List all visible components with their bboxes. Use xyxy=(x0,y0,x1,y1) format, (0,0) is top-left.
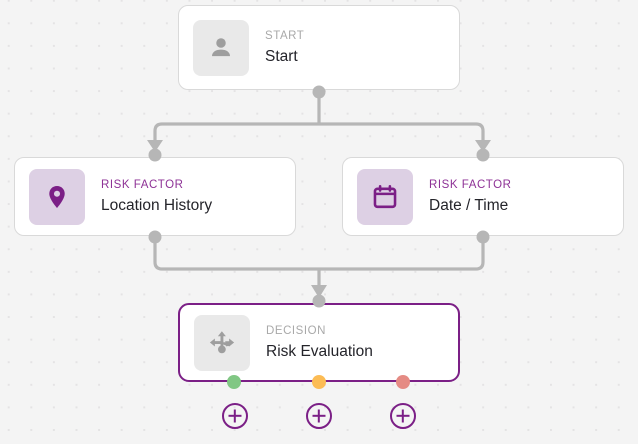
add-node-button-green[interactable] xyxy=(222,403,248,429)
handle-location-output[interactable] xyxy=(148,230,162,244)
node-risk-evaluation-text: DECISION Risk Evaluation xyxy=(266,325,373,360)
node-location-history-text: RISK FACTOR Location History xyxy=(101,179,213,214)
node-date-time-text: RISK FACTOR Date / Time xyxy=(429,179,512,214)
branch-arrows-icon xyxy=(194,314,250,371)
node-risk-evaluation-kind: DECISION xyxy=(266,325,326,337)
node-risk-evaluation[interactable]: DECISION Risk Evaluation xyxy=(178,303,460,382)
node-location-history-kind: RISK FACTOR xyxy=(101,179,184,191)
node-date-time[interactable]: RISK FACTOR Date / Time xyxy=(342,157,624,236)
node-location-history-title: Location History xyxy=(101,196,213,214)
map-pin-icon xyxy=(29,168,85,225)
handle-output-green[interactable] xyxy=(227,375,241,389)
handle-location-input[interactable] xyxy=(148,148,162,162)
handle-output-amber[interactable] xyxy=(312,375,326,389)
node-start-text: START Start xyxy=(265,30,305,65)
edge-merge-bar xyxy=(153,236,485,271)
handle-date-time-output[interactable] xyxy=(476,230,490,244)
node-start-title: Start xyxy=(265,47,298,65)
add-node-button-red[interactable] xyxy=(390,403,416,429)
handle-risk-evaluation-input[interactable] xyxy=(312,294,326,308)
node-start-kind: START xyxy=(265,30,305,42)
add-node-button-amber[interactable] xyxy=(306,403,332,429)
handle-start-output[interactable] xyxy=(312,85,326,99)
edge-split-bar xyxy=(153,122,485,146)
handle-date-time-input[interactable] xyxy=(476,148,490,162)
node-date-time-title: Date / Time xyxy=(429,196,509,214)
node-risk-evaluation-title: Risk Evaluation xyxy=(266,342,373,360)
node-location-history[interactable]: RISK FACTOR Location History xyxy=(14,157,296,236)
node-start[interactable]: START Start xyxy=(178,5,460,90)
node-date-time-kind: RISK FACTOR xyxy=(429,179,512,191)
handle-output-red[interactable] xyxy=(396,375,410,389)
calendar-icon xyxy=(357,168,413,225)
person-icon xyxy=(193,19,249,76)
